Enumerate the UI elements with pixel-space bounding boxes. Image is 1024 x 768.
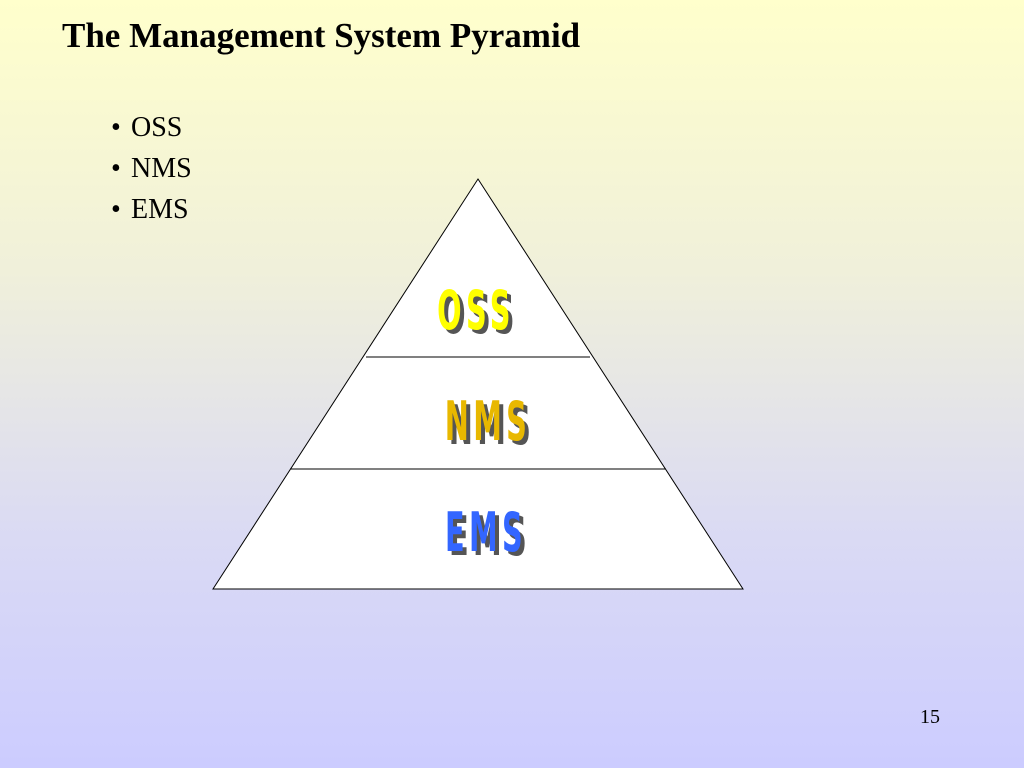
tier-label-oss: OSS OSS — [437, 280, 519, 346]
tier-label-oss-text: OSS — [437, 280, 515, 342]
bullet-mark: • — [111, 112, 121, 143]
tier-label-ems-shadow: EMS — [449, 506, 531, 568]
bullet-mark: • — [111, 194, 121, 225]
pyramid-triangle — [212, 178, 744, 590]
tier-label-oss-shadow: OSS — [441, 284, 519, 346]
bullet-item-oss: • OSS — [111, 107, 192, 148]
bullet-text: OSS — [131, 112, 183, 143]
tier-label-nms-shadow: NMS — [449, 395, 535, 457]
page-number: 15 — [920, 706, 940, 728]
bullet-text: NMS — [131, 153, 192, 184]
slide-title: The Management System Pyramid — [62, 16, 581, 55]
bullet-list: • OSS • NMS • EMS — [111, 107, 192, 230]
bullet-text: EMS — [131, 194, 189, 225]
tier-label-nms: NMS NMS — [445, 391, 535, 457]
bullet-item-ems: • EMS — [111, 189, 192, 230]
bullet-item-nms: • NMS — [111, 148, 192, 189]
tier-label-ems-text: EMS — [445, 502, 527, 564]
tier-label-ems: EMS EMS — [445, 502, 531, 568]
bullet-mark: • — [111, 153, 121, 184]
tier-label-nms-text: NMS — [445, 391, 531, 453]
